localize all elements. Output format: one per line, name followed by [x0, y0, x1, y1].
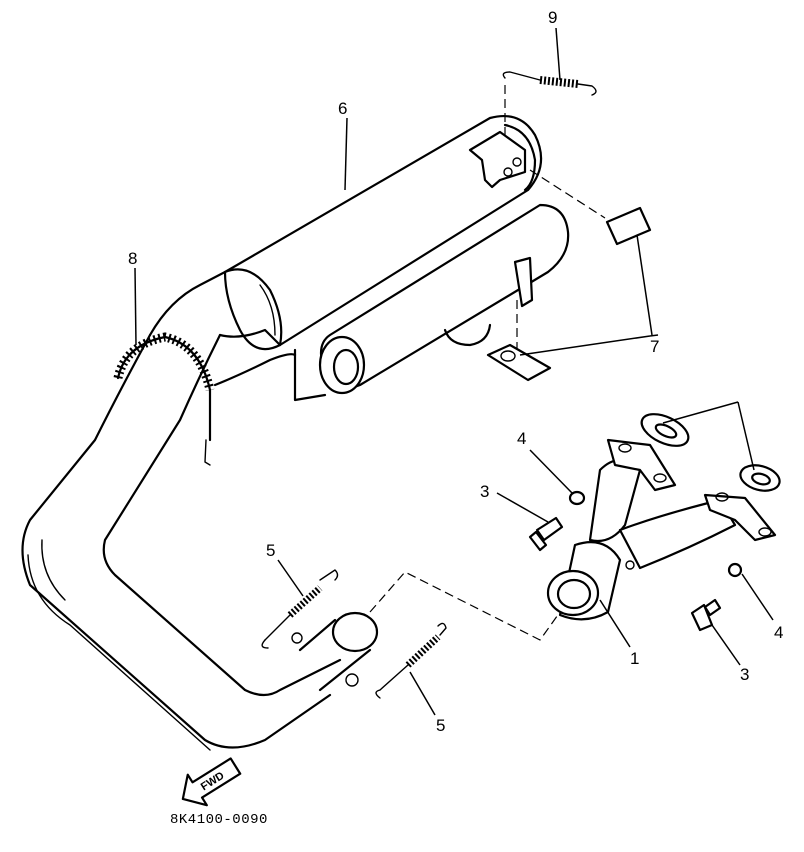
label-4-upper: 4 [517, 429, 526, 448]
muffler [223, 114, 570, 402]
exhaust-manifold [546, 438, 777, 621]
part-labels: 9 6 8 7 4 3 5 1 4 3 5 [128, 8, 783, 735]
label-3-upper: 3 [480, 482, 489, 501]
fwd-arrow: FWD [181, 757, 242, 807]
label-7: 7 [650, 337, 659, 356]
label-8: 8 [128, 249, 137, 268]
label-3-lower: 3 [740, 665, 749, 684]
label-1: 1 [630, 649, 639, 668]
diagram-code: 8K4100-0090 [170, 812, 268, 828]
leader-lines [134, 27, 774, 716]
guide-lines [369, 85, 606, 641]
pipe-wrap [113, 332, 215, 466]
label-4-lower: 4 [774, 623, 783, 642]
label-6: 6 [338, 99, 347, 118]
exhaust-pipe [21, 270, 379, 751]
label-9: 9 [548, 8, 557, 27]
fasteners [528, 490, 743, 632]
label-5-lower: 5 [436, 716, 445, 735]
springs [261, 71, 597, 699]
label-5-upper: 5 [266, 541, 275, 560]
gaskets [605, 206, 781, 492]
